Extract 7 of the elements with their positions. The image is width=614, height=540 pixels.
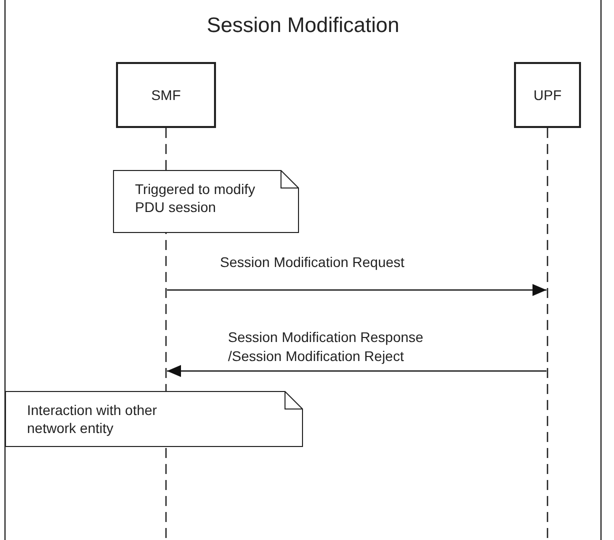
participant-box: SMF bbox=[116, 62, 216, 128]
message-arrow bbox=[167, 365, 546, 377]
participant-box: UPF bbox=[514, 62, 581, 128]
diagram-title: Session Modification bbox=[206, 14, 400, 38]
message-arrow bbox=[167, 284, 546, 296]
note-text: Triggered to modify PDU session bbox=[135, 180, 256, 216]
note-text: Interaction with other network entity bbox=[27, 401, 158, 437]
